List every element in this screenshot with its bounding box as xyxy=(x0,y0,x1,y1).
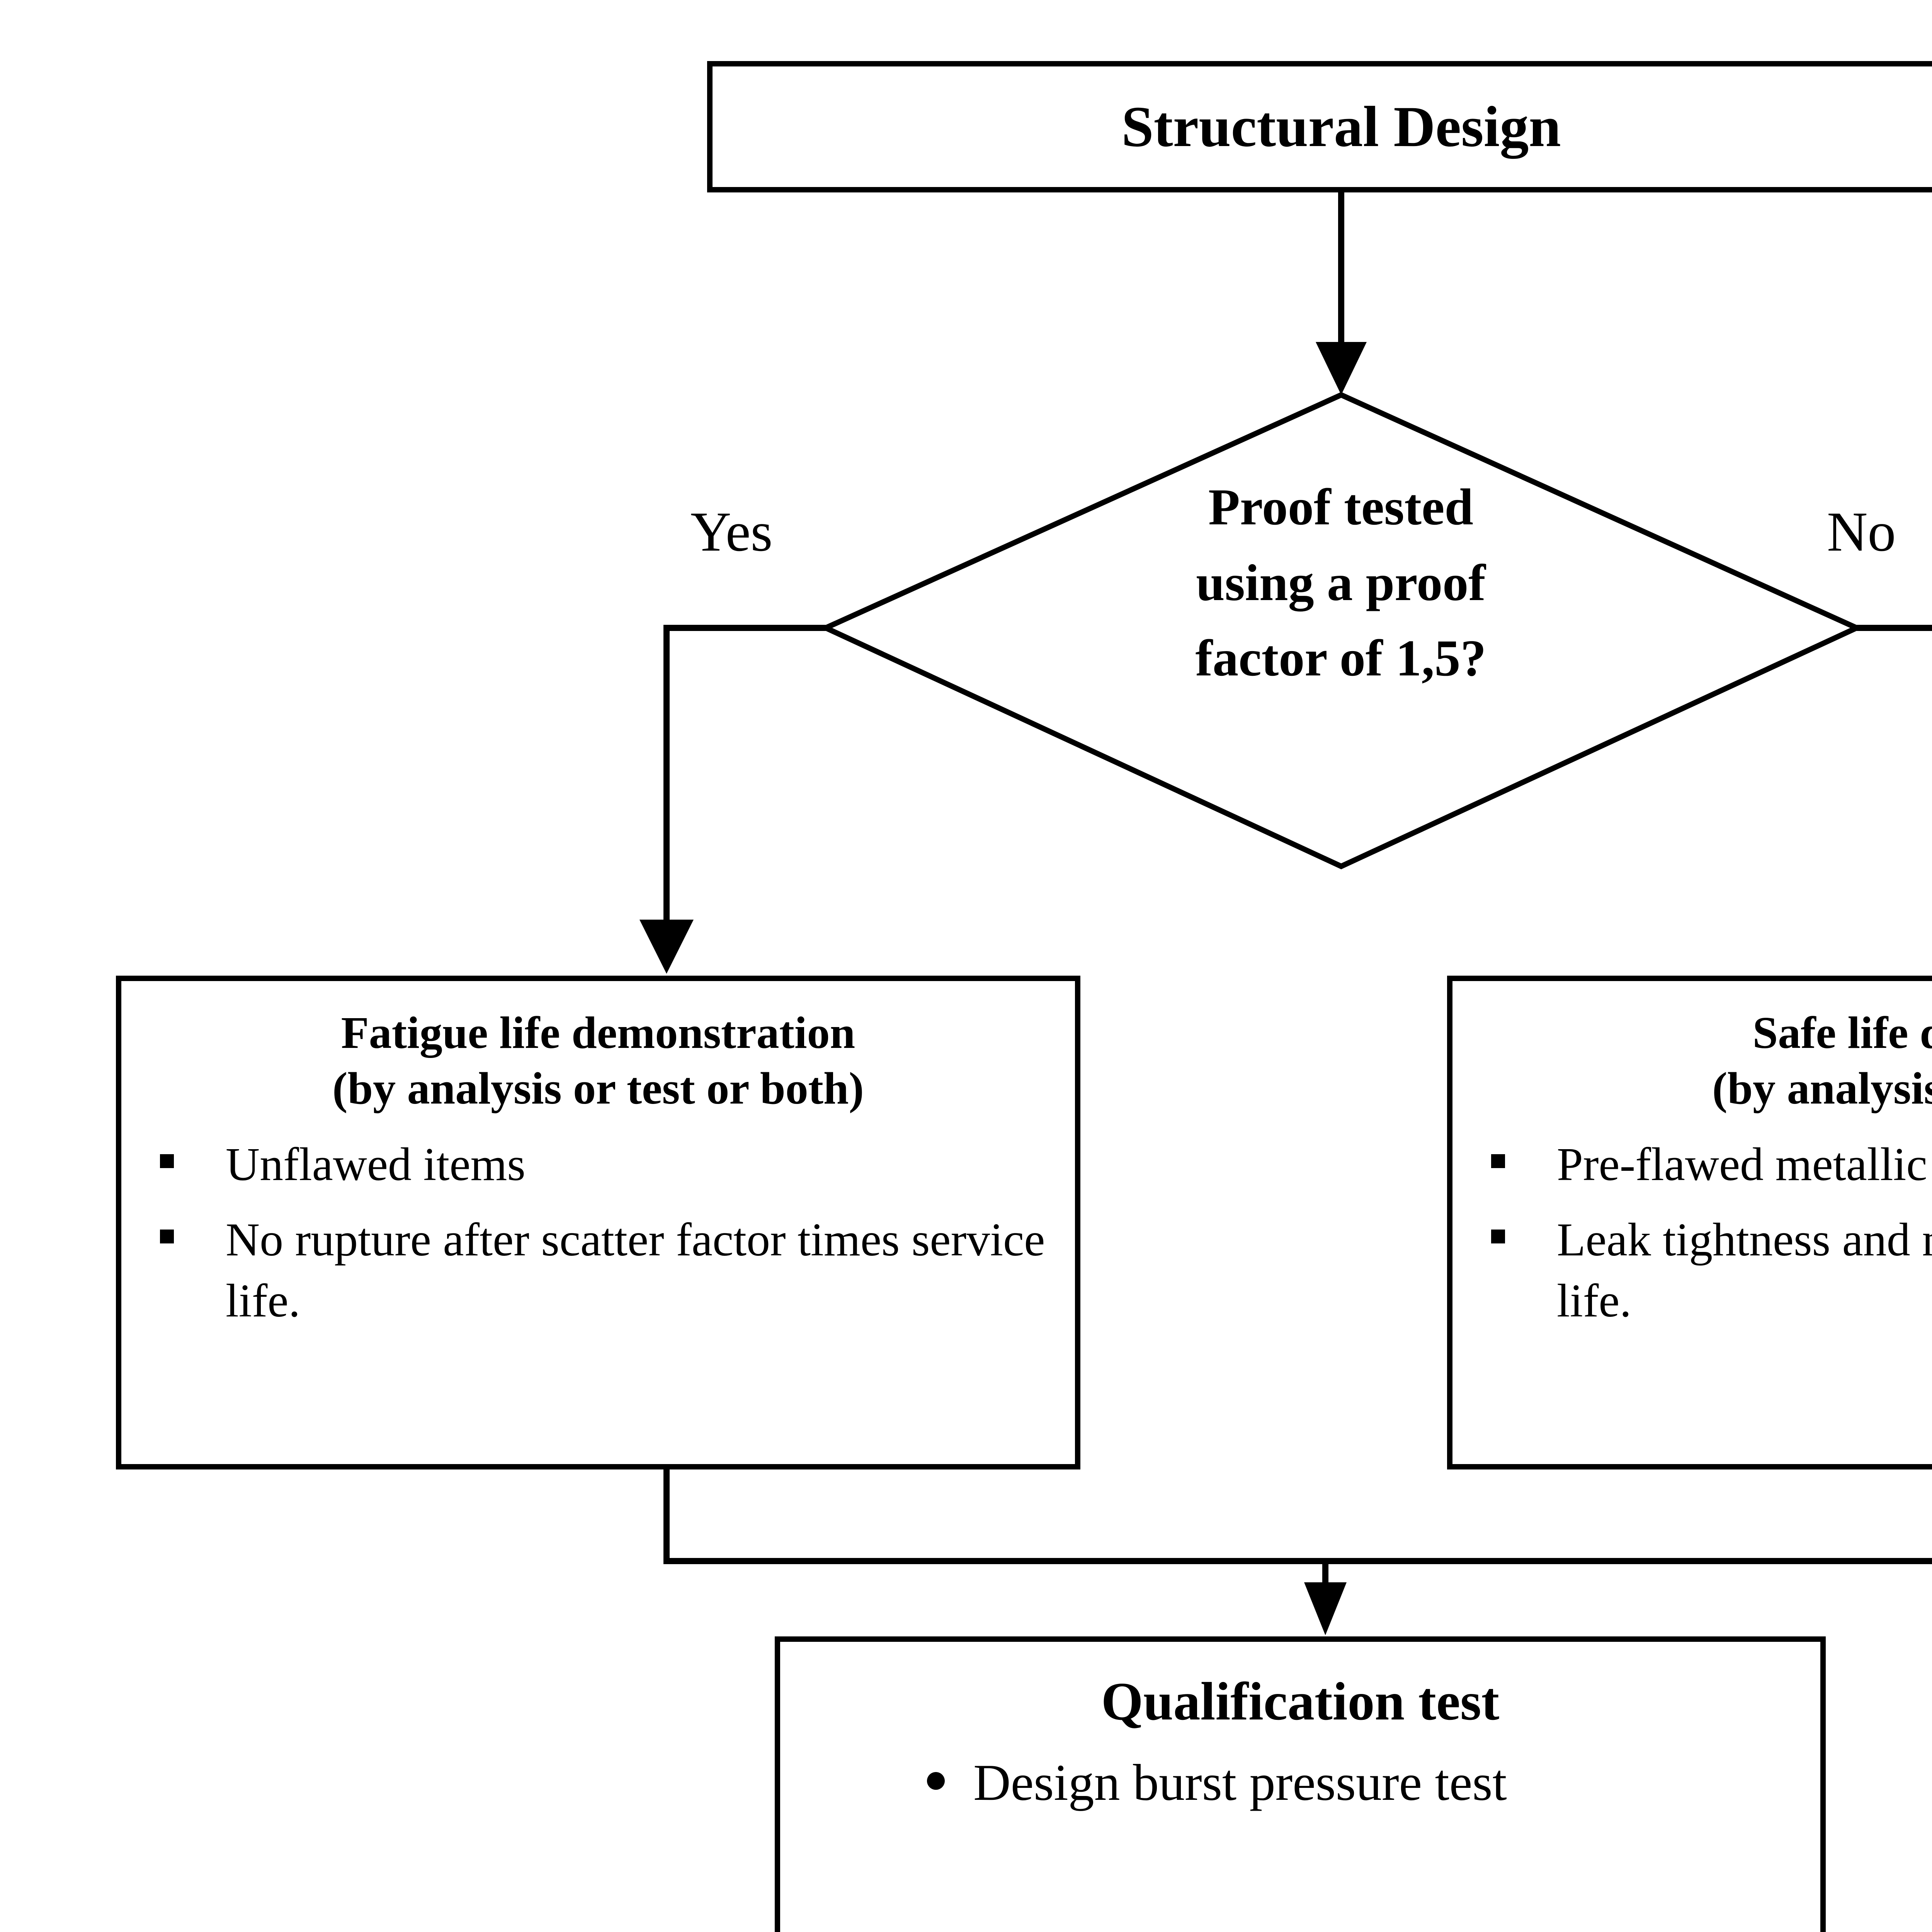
square-bullet-icon xyxy=(160,1154,174,1168)
square-bullet-icon xyxy=(1491,1154,1505,1168)
list-item-text: Unflawed items xyxy=(226,1138,526,1190)
node-qualification-test-title: Qualification test xyxy=(1101,1672,1500,1731)
list-item: Unflawed items xyxy=(160,1134,1052,1196)
edge-label-no: No xyxy=(1827,500,1896,563)
decision-diamond-shape xyxy=(819,392,1863,869)
list-item: Leak tightness and no rupture after 4 × … xyxy=(1491,1209,1932,1332)
arrowhead-yes xyxy=(639,920,694,974)
node-qualification-test[interactable]: Qualification test Design burst pressure… xyxy=(775,1636,1826,1932)
edge-yes-branch xyxy=(663,625,826,945)
square-bullet-icon xyxy=(160,1229,174,1243)
list-item: Pre-flawed metallic items xyxy=(1491,1134,1932,1196)
qualification-bullet-list: Design burst pressure test xyxy=(780,1749,1820,1816)
list-item: Design burst pressure test xyxy=(927,1749,1820,1816)
list-item: No rupture after scatter factor times se… xyxy=(160,1209,1052,1332)
node-decision-label: Proof tested using a proof factor of 1,5… xyxy=(1195,478,1486,687)
list-item-text: Design burst pressure test xyxy=(973,1753,1507,1811)
safe-life-bullet-list: Pre-flawed metallic items Leak tightness… xyxy=(1452,1134,1932,1346)
edge-label-yes: Yes xyxy=(690,500,773,563)
node-safe-life-title: Safe life demonstration (by analysis or … xyxy=(1712,1007,1932,1114)
square-bullet-icon xyxy=(1491,1229,1505,1243)
edge-merge-to-qualification xyxy=(663,1469,1932,1564)
node-fatigue-life[interactable]: Fatigue life demonstration (by analysis … xyxy=(116,976,1080,1469)
list-item-text: Pre-flawed metallic items xyxy=(1557,1138,1932,1190)
node-structural-design-label: Structural Design xyxy=(1121,95,1561,159)
arrowhead-to-decision xyxy=(1316,342,1367,395)
fatigue-life-bullet-list: Unflawed items No rupture after scatter … xyxy=(121,1134,1075,1346)
list-item-text: Leak tightness and no rupture after 4 × … xyxy=(1557,1213,1932,1327)
round-bullet-icon xyxy=(927,1772,945,1790)
arrowhead-to-qualification xyxy=(1304,1582,1347,1635)
list-item-text: No rupture after scatter factor times se… xyxy=(226,1213,1045,1327)
node-safe-life[interactable]: Safe life demonstration (by analysis or … xyxy=(1447,976,1932,1469)
edge-no-branch xyxy=(1857,625,1932,631)
node-fatigue-life-title: Fatigue life demonstration (by analysis … xyxy=(332,1007,864,1114)
node-structural-design[interactable]: Structural Design xyxy=(707,61,1932,192)
